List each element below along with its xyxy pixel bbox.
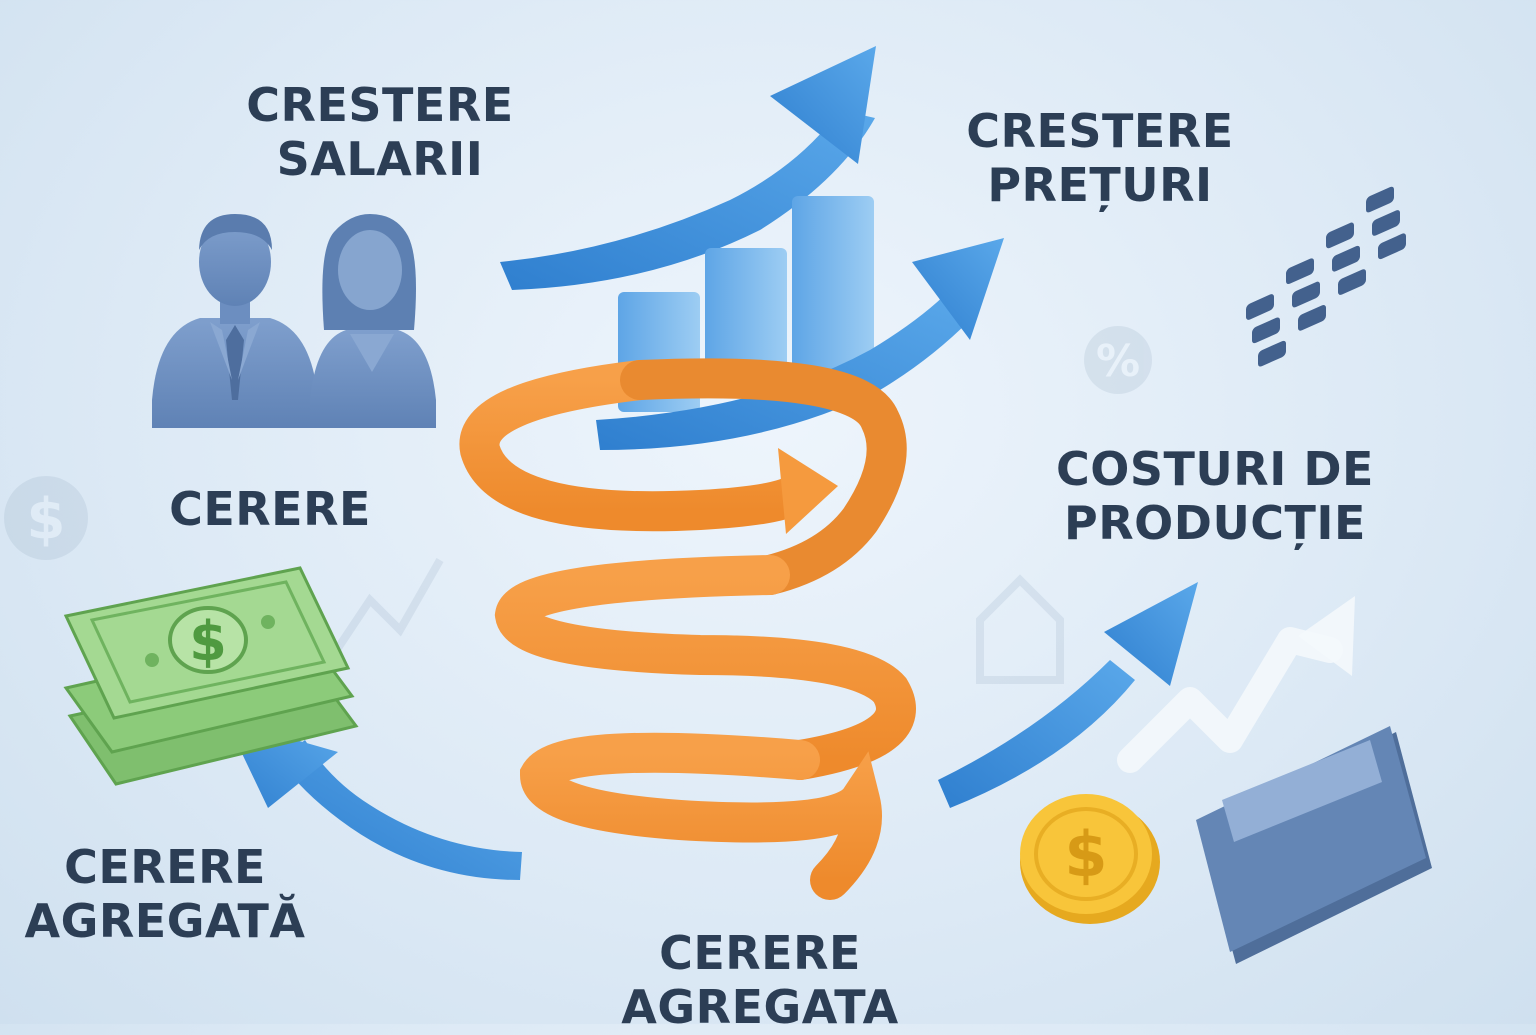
bill-dot-left xyxy=(145,653,159,667)
spiral-coil-bottom xyxy=(519,732,882,900)
bill-dollar-circle xyxy=(168,606,248,674)
faded-chart-icon xyxy=(326,558,444,663)
spiral-coil-top xyxy=(459,360,820,532)
calculator-screen xyxy=(1222,740,1382,842)
spiral-coil-top-back xyxy=(620,358,907,595)
coin-face xyxy=(1020,794,1152,914)
bill-dot-right xyxy=(261,615,275,629)
label-wage-growth: CRESTERE SALARII xyxy=(230,78,530,187)
white-trend-arrow-head xyxy=(1298,596,1355,676)
bill-top-inner xyxy=(89,580,327,704)
arrow-to-demand-icon xyxy=(280,740,522,880)
label-demand: CERERE xyxy=(150,482,390,536)
calculator-icon xyxy=(1196,186,1432,964)
label-production-costs-line1: COSTURI DE xyxy=(1056,442,1374,496)
arrow-to-costs-head xyxy=(1104,582,1198,686)
label-demand-line1: CERERE xyxy=(169,482,371,536)
label-production-costs: COSTURI DE PRODUCȚIE xyxy=(1030,442,1400,551)
woman-figure xyxy=(310,214,436,428)
people-icon xyxy=(152,214,436,428)
label-wage-growth-line2: SALARII xyxy=(276,132,484,187)
money-stack-icon: $ xyxy=(63,566,359,786)
arrow-to-prices-head xyxy=(912,238,1004,340)
label-price-growth: CRESTERE PREȚURI xyxy=(950,104,1250,213)
arrow-to-costs-icon xyxy=(938,660,1135,808)
label-aggregate-demand-left: CERERE AGREGATĂ xyxy=(10,840,320,949)
spiral-arrow-icon xyxy=(459,358,916,900)
woman-head xyxy=(338,230,402,310)
label-price-growth-line2: PREȚURI xyxy=(987,158,1213,213)
arrow-wage-to-prices-head xyxy=(770,46,876,164)
faded-percent-glyph: % xyxy=(1096,336,1140,387)
faded-house-chart-icon xyxy=(976,574,1064,684)
spiral-arrow-head xyxy=(778,448,838,534)
label-aggregate-demand-left-line1: CERERE xyxy=(64,840,266,894)
label-aggregate-demand-left-line2: AGREGATĂ xyxy=(24,894,306,949)
label-production-costs-line2: PRODUCȚIE xyxy=(1064,496,1366,551)
faded-dollar-icon xyxy=(4,476,88,560)
white-trend-arrow-icon xyxy=(1117,627,1343,773)
faded-dollar-glyph: $ xyxy=(27,487,66,552)
coin-rim xyxy=(1034,807,1138,901)
man-hair xyxy=(199,214,272,250)
woman-neckline xyxy=(350,334,394,372)
man-head xyxy=(199,218,271,306)
label-aggregate-demand-bottom: CERERE AGREGATA xyxy=(520,926,1000,1035)
bar-large xyxy=(792,196,874,386)
woman-body xyxy=(310,330,436,428)
coin-dollar-glyph: $ xyxy=(1064,818,1107,891)
bill-dollar-glyph: $ xyxy=(189,610,227,673)
man-figure xyxy=(152,214,318,428)
faded-percent-icon xyxy=(1084,326,1152,394)
man-tie xyxy=(226,325,244,400)
label-aggregate-demand-bottom-line1: CERERE AGREGATA xyxy=(621,926,899,1035)
man-lapel xyxy=(210,322,260,380)
calculator-keys xyxy=(1246,186,1406,367)
label-price-growth-line1: CRESTERE xyxy=(966,104,1234,158)
dollar-coin-icon: $ xyxy=(1020,794,1160,924)
background-decoration: $ % xyxy=(4,326,1152,684)
arrow-to-prices-icon xyxy=(596,290,970,450)
spiral-coil-middle xyxy=(494,555,916,780)
label-wage-growth-line1: CRESTERE xyxy=(246,78,514,132)
